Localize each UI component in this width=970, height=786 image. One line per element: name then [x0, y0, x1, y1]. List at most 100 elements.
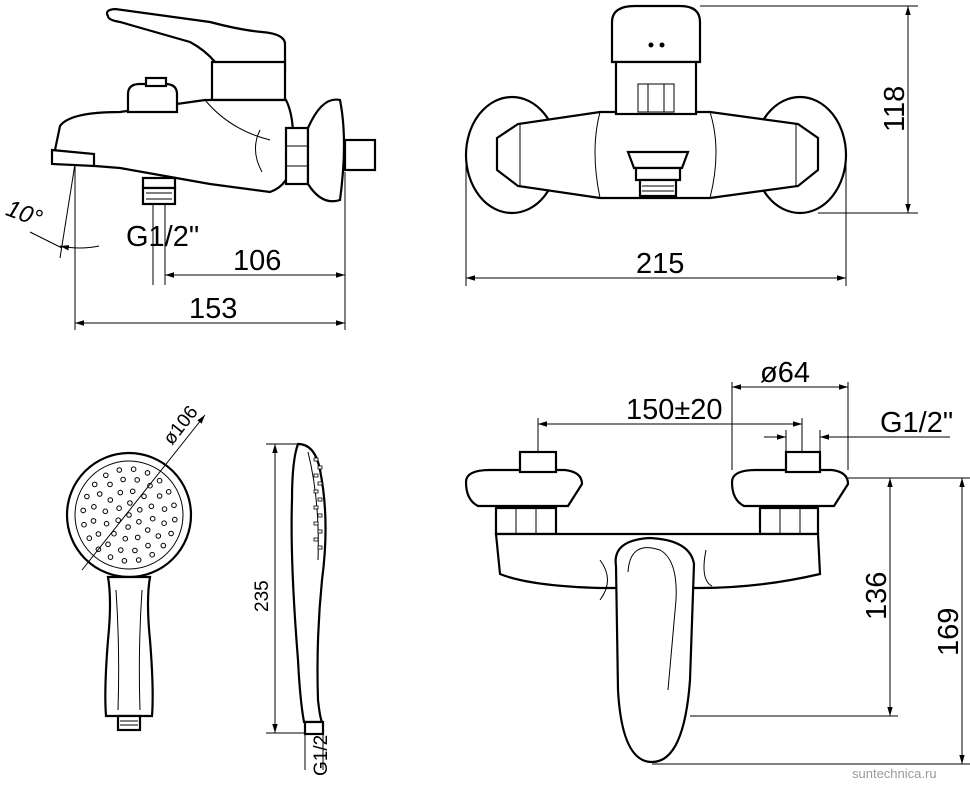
side-aerator: [50, 148, 96, 168]
top-eccentric-left: [518, 450, 558, 474]
nozzle-dot: [107, 497, 114, 503]
nozzle-dot: [145, 542, 151, 549]
nozzle-dot: [165, 489, 172, 495]
side-nozzle: [313, 521, 319, 526]
nozzle-dot: [118, 547, 124, 553]
nozzle-dot: [125, 524, 131, 530]
side-dim-106: 106: [233, 245, 281, 277]
front-handle-dot-left: [648, 42, 654, 48]
nozzle-dot: [86, 535, 93, 542]
side-nozzle: [317, 497, 323, 502]
nozzle-dot: [116, 467, 123, 473]
nozzle-dot: [90, 518, 97, 524]
nozzle-dot: [81, 521, 87, 528]
nozzle-dot: [156, 493, 163, 499]
side-dim-153: 153: [189, 293, 237, 325]
nozzle-dot: [144, 470, 151, 476]
front-cartridge: [614, 60, 698, 116]
nozzle-dot: [149, 551, 155, 558]
shower-nozzles: [80, 466, 178, 564]
nozzle-dot: [135, 557, 142, 563]
nozzle-dot: [127, 500, 133, 506]
nozzle-dot: [117, 489, 124, 496]
side-nozzle: [317, 481, 323, 486]
nozzle-dot: [147, 482, 153, 489]
nozzle-dot: [107, 481, 113, 488]
side-nozzle: [313, 489, 319, 494]
shower-side-nozzles: [313, 457, 323, 550]
nozzle-dot: [137, 507, 143, 513]
hand-shower-side: 235 G1/2: [252, 442, 332, 776]
side-nozzle: [313, 457, 319, 462]
nozzle-dot: [126, 512, 132, 518]
side-eccentric: [343, 138, 377, 172]
side-outlet-thread: [141, 186, 177, 206]
nozzle-dot: [144, 527, 151, 533]
front-view: 118 215: [464, 4, 918, 286]
front-handle: [610, 4, 702, 64]
shower-side-thread: [303, 720, 325, 736]
nozzle-dot: [95, 531, 102, 537]
nozzle-dot: [91, 481, 98, 488]
side-nozzle: [317, 513, 323, 518]
nozzle-dot: [156, 477, 163, 484]
watermark: suntechnica.ru: [852, 766, 937, 781]
shower-side-profile: [290, 442, 327, 724]
top-dim-169: 169: [933, 608, 965, 656]
side-connection-nut: [284, 126, 310, 186]
top-rosette-right: [730, 468, 850, 508]
top-rosette-left: [464, 468, 584, 508]
top-dim-136: 136: [861, 572, 893, 620]
front-dim-215: 215: [636, 248, 684, 280]
top-view: ø64 150±20 G1/2" 136 169: [464, 357, 970, 765]
top-eccentric-right: [784, 450, 822, 474]
nozzle-dot: [141, 493, 147, 500]
nozzle-dot: [148, 503, 155, 510]
front-outlet-nut: [634, 166, 682, 182]
nozzle-dot: [116, 505, 122, 512]
shower-handle: [104, 575, 154, 718]
nozzle-dot: [103, 520, 110, 527]
side-nozzle: [313, 505, 319, 510]
nozzle-dot: [111, 530, 117, 537]
side-outlet-nut: [141, 176, 177, 190]
nozzle-dot: [129, 488, 136, 495]
nozzle-dot: [84, 493, 90, 500]
front-dim-118: 118: [879, 86, 911, 132]
nozzle-dot: [107, 554, 114, 560]
nozzle-dot: [80, 507, 86, 514]
side-cartridge: [210, 60, 287, 102]
nozzle-dot: [103, 472, 109, 479]
side-view: 10° G1/2" 106 153: [2, 7, 377, 330]
nozzle-dot: [160, 542, 167, 549]
top-spacing-label: 150±20: [626, 394, 723, 426]
top-nut-left: [494, 506, 558, 536]
side-knob-cap: [144, 76, 168, 88]
nozzle-dot: [136, 519, 142, 525]
nozzle-dot: [105, 541, 111, 548]
nozzle-dot: [115, 517, 121, 524]
shower-thread-label: G1/2: [311, 735, 332, 776]
nozzle-dot: [161, 506, 168, 512]
side-nozzle: [317, 545, 323, 550]
top-diameter-label: ø64: [760, 357, 810, 389]
nozzle-dot: [120, 476, 126, 483]
shower-thread: [116, 714, 142, 732]
side-nozzle: [313, 473, 319, 478]
nozzle-dot: [96, 491, 103, 497]
nozzle-dot: [130, 466, 137, 473]
nozzle-dot: [149, 515, 156, 522]
nozzle-dot: [134, 534, 141, 541]
nozzle-dot: [102, 508, 109, 515]
angle-label: 10°: [2, 195, 46, 233]
side-thread-label: G1/2": [126, 221, 199, 253]
shower-length-label: 235: [252, 580, 273, 612]
front-outlet: [626, 150, 690, 170]
nozzle-dot: [121, 558, 128, 564]
side-nozzle: [313, 537, 319, 542]
nozzle-dot: [155, 533, 162, 539]
hand-shower-front: ø106: [65, 402, 206, 732]
front-handle-dot-right: [659, 42, 665, 48]
